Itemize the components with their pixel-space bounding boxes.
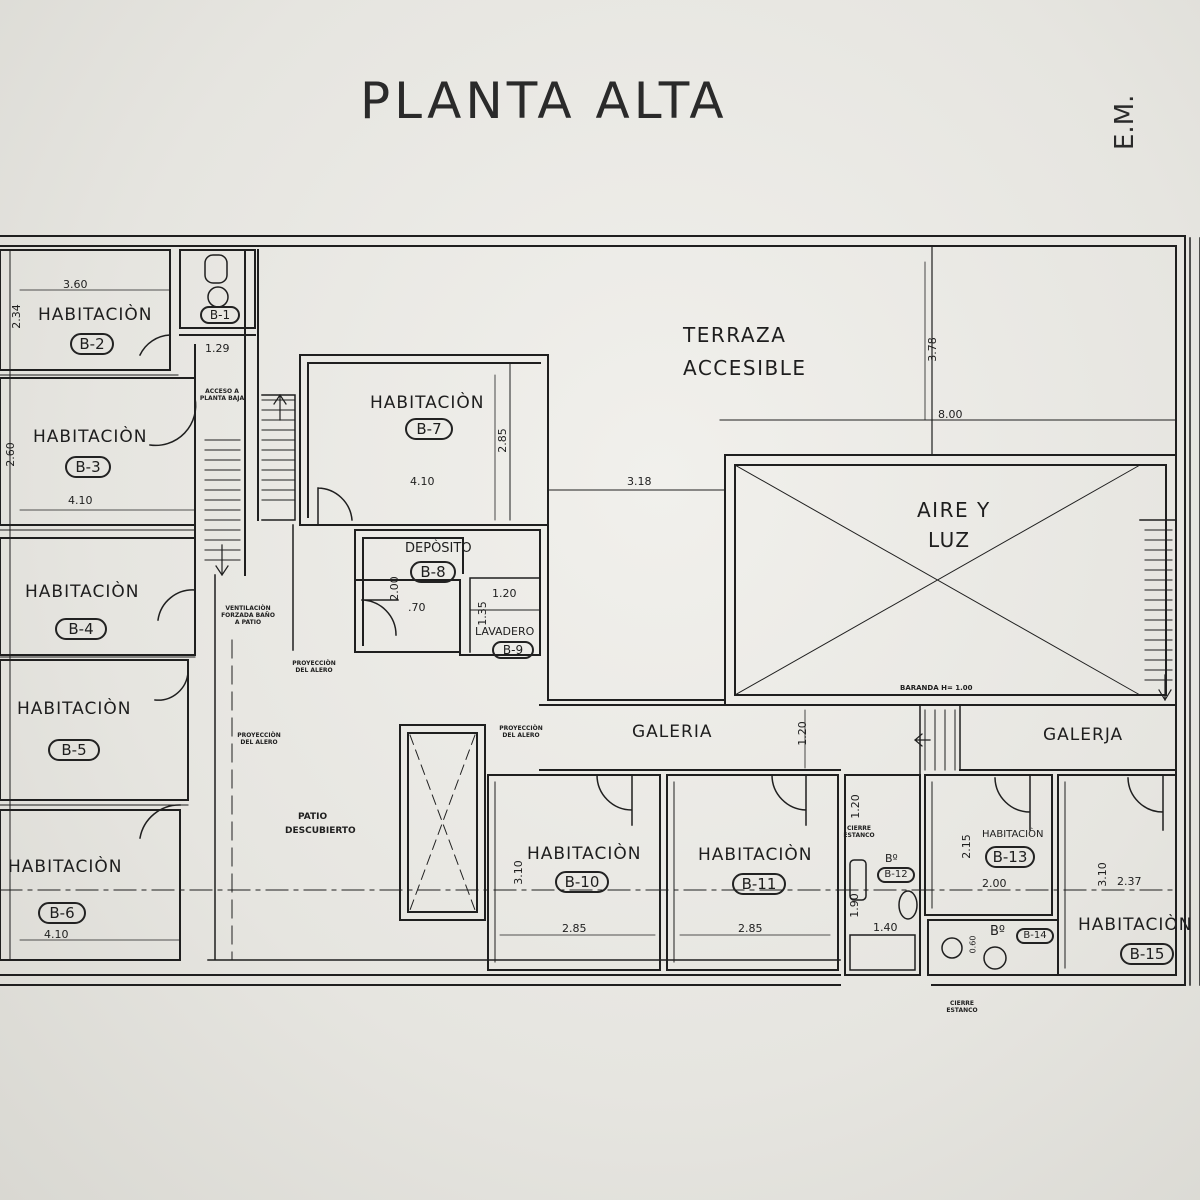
room-b4-code: B-4 bbox=[55, 618, 107, 640]
dim-1-90: 1.90 bbox=[847, 893, 861, 918]
dim-2-37: 2.37 bbox=[1117, 875, 1142, 888]
room-b15-code: B-15 bbox=[1120, 943, 1174, 965]
aire-label-1: AIRE Y bbox=[917, 498, 991, 522]
ventilacion-label: VENTILACIÒN FORZADA BAÑO A PATIO bbox=[221, 605, 275, 626]
room-b14-code: B-14 bbox=[1016, 928, 1054, 944]
cierre-label-1: CIERRE ESTANCO bbox=[843, 825, 875, 839]
bath-b12 bbox=[844, 774, 921, 976]
plan-title: PLANTA ALTA bbox=[360, 72, 728, 130]
room-b7-walls bbox=[292, 354, 549, 651]
room-b12-label: Bº bbox=[885, 852, 898, 865]
dim-8-00: 8.00 bbox=[938, 408, 963, 421]
room-b8-code: B-8 bbox=[410, 561, 456, 583]
room-b8-label: DEPÒSITO bbox=[405, 541, 472, 556]
proyeccion-label-3: PROYECCIÒN DEL ALERO bbox=[499, 725, 543, 739]
dim-3-10-a: 3.10 bbox=[511, 860, 525, 885]
proyeccion-label-1: PROYECCIÒN DEL ALERO bbox=[292, 660, 336, 674]
room-b10-code: B-10 bbox=[555, 871, 609, 893]
cierre-label-2: CIERRE ESTANCO bbox=[946, 1000, 978, 1014]
room-b9-code: B-9 bbox=[492, 641, 534, 659]
galeria-label-2: GALERJA bbox=[1043, 725, 1124, 745]
door-swings-left bbox=[139, 334, 197, 839]
room-b10-label: HABITACIÒN bbox=[527, 844, 642, 864]
dim-3-78: 3.78 bbox=[925, 337, 939, 362]
dim-2-85-a: 2.85 bbox=[495, 428, 509, 453]
dim-2-34: 2.34 bbox=[9, 304, 23, 329]
dim-1-29: 1.29 bbox=[205, 342, 230, 355]
bath-b1-and-stairs bbox=[179, 249, 296, 577]
dim-2-15: 2.15 bbox=[959, 834, 973, 859]
dim-3-10-b: 3.10 bbox=[1095, 862, 1109, 887]
room-b6-label: HABITACIÒN bbox=[8, 857, 123, 877]
dim-2-00-b: 2.00 bbox=[982, 877, 1007, 890]
galeria-label-1: GALERIA bbox=[632, 722, 713, 742]
aire-label-2: LUZ bbox=[928, 528, 971, 552]
dim-1-35: 1.35 bbox=[475, 601, 489, 626]
room-b5-code: B-5 bbox=[48, 739, 100, 761]
room-b11-code: B-11 bbox=[732, 873, 786, 895]
dim-1-20-c: 1.20 bbox=[848, 794, 862, 819]
dim-3-60: 3.60 bbox=[63, 278, 88, 291]
room-b3-code: B-3 bbox=[65, 456, 111, 478]
room-b9-label: LAVADERO bbox=[475, 625, 535, 638]
dim-2-60: 2.60 bbox=[3, 442, 17, 467]
dim-0-70: .70 bbox=[408, 601, 426, 614]
room-b3-label: HABITACIÒN bbox=[33, 427, 148, 447]
room-b7-label: HABITACIÒN bbox=[370, 393, 485, 413]
proyeccion-label-2: PROYECCIÒN DEL ALERO bbox=[237, 732, 281, 746]
dim-0-60: 0.60 bbox=[968, 935, 978, 954]
patio-void bbox=[0, 574, 1177, 961]
room-b7-code: B-7 bbox=[405, 418, 453, 440]
rooms-b10-b11-walls bbox=[487, 774, 839, 971]
dim-2-85-c: 2.85 bbox=[738, 922, 763, 935]
dimension-lines bbox=[494, 261, 926, 769]
dim-3-18: 3.18 bbox=[627, 475, 652, 488]
room-b1-code: B-1 bbox=[200, 306, 240, 324]
room-b13-code: B-13 bbox=[985, 846, 1035, 868]
dim-1-20-a: 1.20 bbox=[492, 587, 517, 600]
dim-4-10-a: 4.10 bbox=[68, 494, 93, 507]
left-rooms-walls bbox=[0, 249, 196, 961]
dim-2-85-b: 2.85 bbox=[562, 922, 587, 935]
acceso-label: ACCESO A PLANTA BAJA bbox=[199, 388, 245, 402]
dim-1-40: 1.40 bbox=[873, 921, 898, 934]
terraza-label-2: ACCESIBLE bbox=[683, 356, 807, 380]
room-b4-label: HABITACIÒN bbox=[25, 582, 140, 602]
room-b14-label: Bº bbox=[990, 924, 1006, 939]
room-b12-code: B-12 bbox=[877, 867, 915, 883]
room-b2-label: HABITACIÒN bbox=[38, 305, 153, 325]
room-b8-b9-walls bbox=[354, 529, 541, 656]
rooms-b13-b15-walls bbox=[924, 774, 1177, 976]
baranda-label: BARANDA H= 1.00 bbox=[900, 684, 973, 692]
room-b6-code: B-6 bbox=[38, 902, 86, 924]
room-b11-label: HABITACIÒN bbox=[698, 845, 813, 865]
dim-4-10-b: 4.10 bbox=[410, 475, 435, 488]
room-b5-label: HABITACIÒN bbox=[17, 699, 132, 719]
dim-4-10-c: 4.10 bbox=[44, 928, 69, 941]
room-b13-label: HABITACIÒN bbox=[982, 829, 1044, 840]
room-b15-label: HABITACIÒN bbox=[1078, 915, 1193, 935]
dim-1-20-b: 1.20 bbox=[795, 721, 809, 746]
patio-label-1: PATIO bbox=[298, 812, 328, 822]
room-b2-code: B-2 bbox=[70, 333, 114, 355]
terraza-label-1: TERRAZA bbox=[683, 323, 787, 347]
dim-2-00-a: 2.00 bbox=[387, 576, 401, 601]
aire-y-luz bbox=[724, 454, 1177, 706]
patio-label-2: DESCUBIERTO bbox=[285, 826, 356, 836]
terraza-walls bbox=[261, 245, 1177, 701]
